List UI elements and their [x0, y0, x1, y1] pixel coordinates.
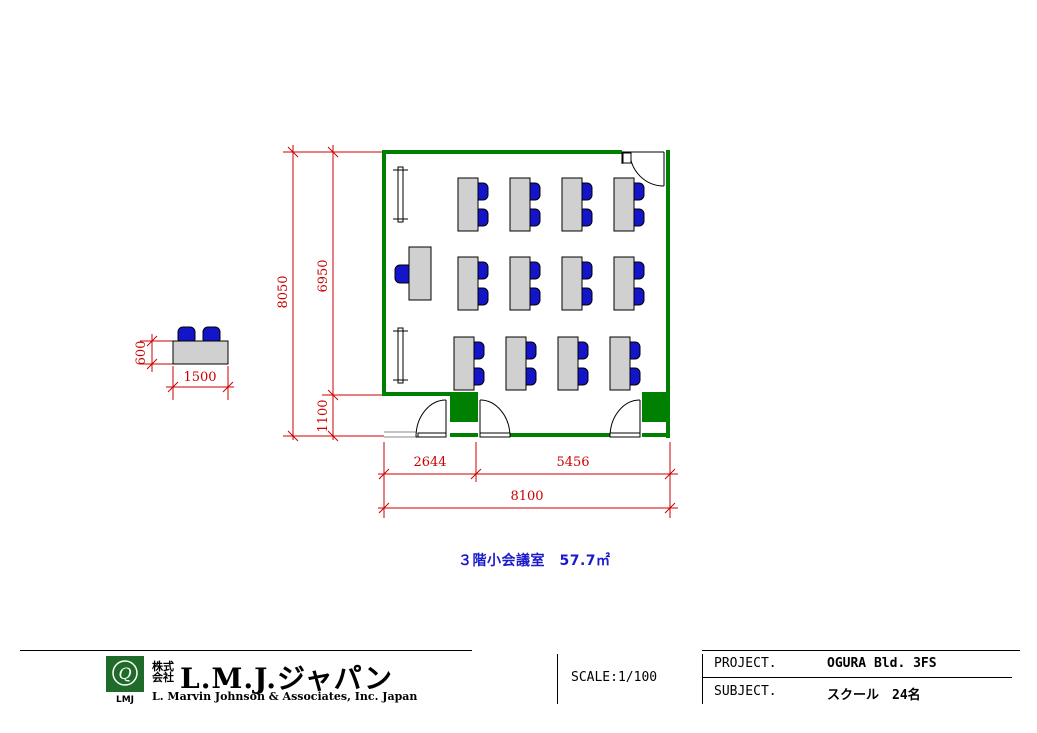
- student-desk: [613, 177, 635, 232]
- student-desk-group: [613, 256, 645, 311]
- dimension-label-left-width: 2644: [413, 455, 446, 470]
- student-desk: [509, 177, 531, 232]
- legend-desk: [172, 340, 229, 365]
- dimension-label-right-width: 5456: [556, 455, 589, 470]
- student-desk-group: [453, 336, 485, 391]
- dimension-label-corridor-height: 1100: [316, 399, 331, 432]
- room-walls: [382, 150, 670, 438]
- door-corridor-left: [415, 399, 447, 438]
- student-desk: [561, 256, 583, 311]
- student-desk: [457, 177, 479, 232]
- student-desk-group: [509, 177, 541, 232]
- svg-text:LMJ: LMJ: [116, 695, 134, 704]
- whiteboard-bottom: [393, 327, 408, 384]
- company-english: L. Marvin Johnson & Associates, Inc. Jap…: [152, 690, 418, 703]
- dimension-label-total-width: 8100: [510, 489, 543, 504]
- company-name: L.M.J.ジャパン: [180, 662, 394, 695]
- subject-value: スクール 24名: [827, 688, 921, 703]
- room-caption: ３階小会議室 57.7㎡: [458, 553, 611, 569]
- dimension-labels: 8050 6950 1100 2644 5456 8100 600 1500: [134, 259, 590, 504]
- student-desk-group: [557, 336, 589, 391]
- title-rule-top-right: [702, 650, 1020, 651]
- whiteboards: [393, 166, 408, 384]
- title-divider-1: [557, 654, 558, 704]
- project-value: OGURA Bld. 3FS: [827, 656, 937, 671]
- subject-label: SUBJECT.: [714, 684, 777, 699]
- lectern-desk: [408, 246, 432, 301]
- company-logo: Q LMJ: [106, 656, 144, 705]
- company-kanji: 株式会社: [152, 660, 174, 684]
- student-desk: [457, 256, 479, 311]
- project-label: PROJECT.: [714, 656, 777, 671]
- student-desk: [505, 336, 527, 391]
- scale-label: SCALE:1/100: [571, 670, 658, 685]
- student-desk-group: [609, 336, 641, 391]
- student-desk: [557, 336, 579, 391]
- corridor-lines: [384, 431, 416, 438]
- dimension-label-total-height: 8050: [276, 275, 291, 308]
- student-desk-group: [561, 256, 593, 311]
- dimension-label-desk-height: 600: [134, 341, 149, 366]
- student-desks: [453, 177, 645, 391]
- door-top-right: [621, 151, 665, 187]
- desk-legend: [172, 326, 229, 365]
- student-desk: [453, 336, 475, 391]
- student-desk-group: [509, 256, 541, 311]
- title-rule-middle: [702, 677, 1012, 678]
- door-corridor-middle: [479, 399, 511, 438]
- doors: [415, 151, 665, 438]
- dimension-label-room-height: 6950: [316, 259, 331, 292]
- dimension-label-desk-width: 1500: [183, 370, 216, 385]
- student-desk-group: [505, 336, 537, 391]
- student-desk-group: [457, 256, 489, 311]
- title-divider-2: [702, 654, 703, 704]
- svg-text:Q: Q: [118, 664, 131, 683]
- student-desk: [613, 256, 635, 311]
- student-desk: [509, 256, 531, 311]
- student-desk-group: [613, 177, 645, 232]
- student-desk-group: [457, 177, 489, 232]
- lectern: [394, 246, 432, 301]
- dimension-lines: [140, 145, 678, 518]
- student-desk: [561, 177, 583, 232]
- door-corridor-right: [609, 399, 641, 438]
- student-desk: [609, 336, 631, 391]
- title-rule-top-left: [20, 650, 472, 651]
- whiteboard-top: [393, 166, 408, 223]
- student-desk-group: [561, 177, 593, 232]
